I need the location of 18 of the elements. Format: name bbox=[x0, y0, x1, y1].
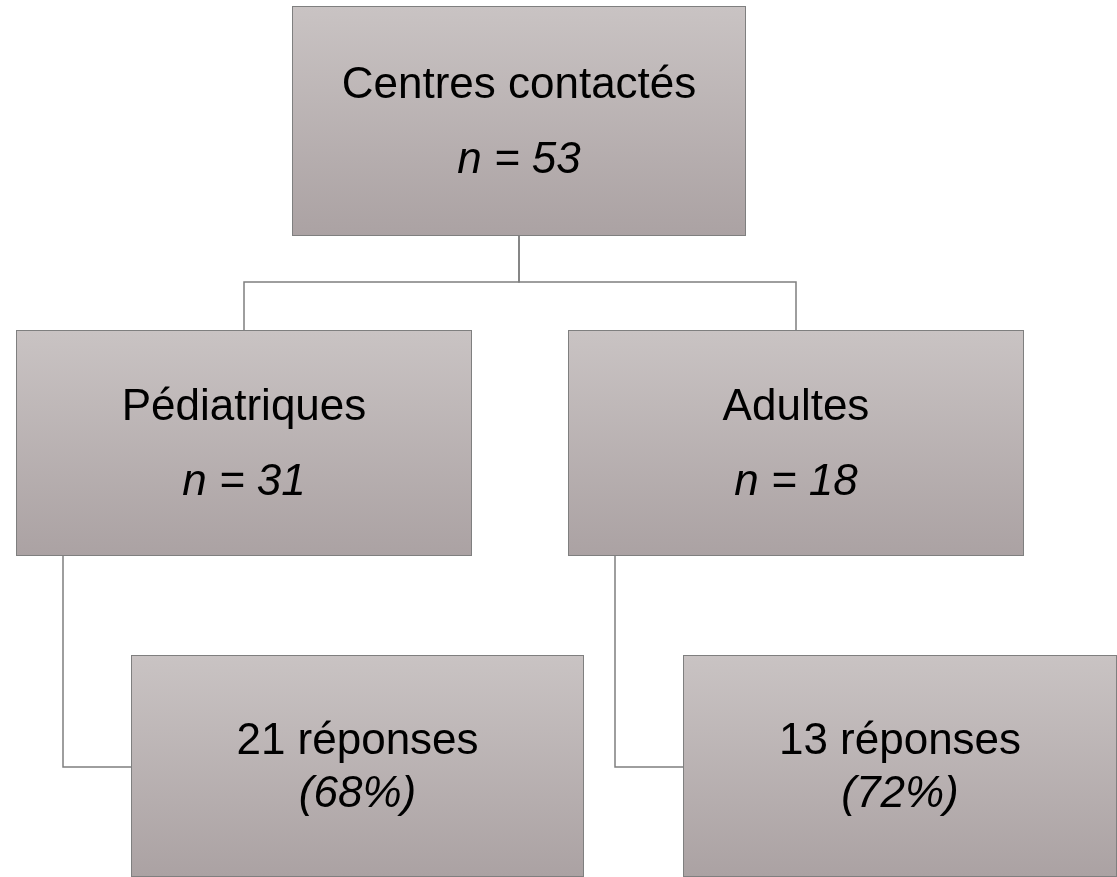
box-count: n = 31 bbox=[182, 454, 306, 506]
box-heading: Centres contactés bbox=[341, 57, 697, 110]
box-heading: 13 réponses bbox=[778, 713, 1022, 766]
box-count: (72%) bbox=[841, 766, 959, 818]
box-heading: Pédiatriques bbox=[121, 379, 367, 432]
process-box bbox=[131, 655, 584, 877]
box-count: n = 18 bbox=[734, 454, 858, 506]
connector-line bbox=[62, 555, 132, 768]
process-box bbox=[568, 330, 1024, 556]
box-heading: 21 réponses bbox=[236, 713, 479, 766]
connector-line bbox=[614, 555, 684, 768]
box-heading: Adultes bbox=[722, 379, 870, 432]
process-box bbox=[683, 655, 1117, 877]
box-count: (68%) bbox=[298, 766, 417, 818]
process-box bbox=[292, 6, 746, 236]
connector-line bbox=[518, 235, 797, 331]
process-box bbox=[16, 330, 472, 556]
box-count: n = 53 bbox=[457, 132, 581, 184]
